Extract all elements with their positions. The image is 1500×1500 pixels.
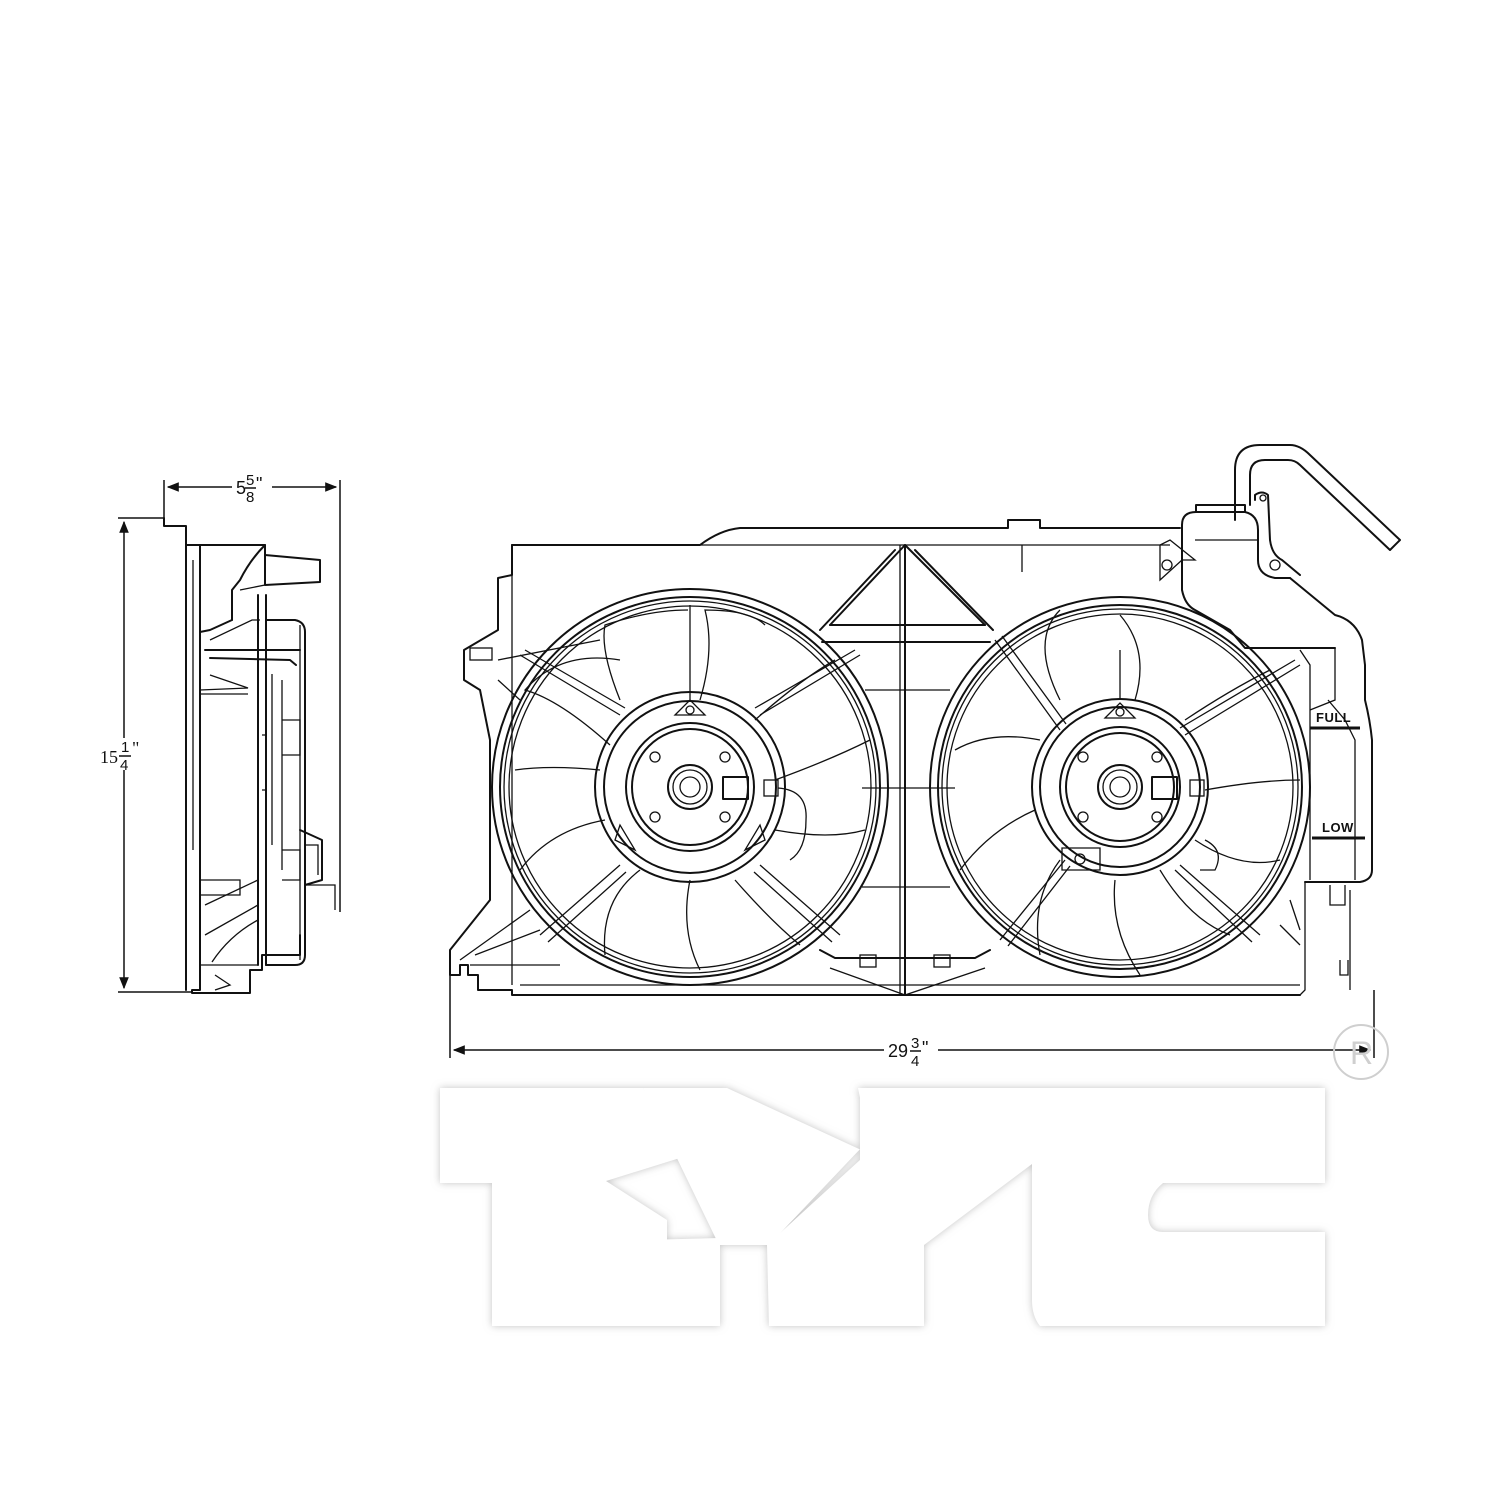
tyc-logo: [440, 1088, 1325, 1326]
depth-denominator: 8: [246, 489, 254, 506]
height-dimension: 15 1 4 ": [100, 517, 192, 993]
depth-dimension: 5 5 8 ": [163, 472, 341, 912]
width-whole: 29: [888, 1041, 908, 1061]
depth-whole: 5: [236, 478, 246, 498]
width-denominator: 4: [911, 1053, 919, 1070]
front-view: FULL LOW: [449, 444, 1401, 996]
side-view: [163, 517, 336, 994]
depth-unit: ": [256, 474, 262, 494]
height-numerator: 1: [121, 739, 129, 756]
width-numerator: 3: [911, 1035, 919, 1052]
width-dimension: 29 3 4 ": [449, 968, 1375, 1070]
coolant-reservoir: FULL LOW: [1159, 444, 1401, 996]
mount-tab-left: [469, 647, 493, 661]
left-fan: [491, 588, 889, 986]
height-denominator: 4: [120, 757, 128, 774]
motor-connector-right: [1151, 776, 1178, 800]
right-fan: [929, 596, 1311, 978]
full-level-label: FULL: [1316, 710, 1351, 725]
height-whole: 15: [100, 747, 118, 767]
depth-numerator: 5: [246, 472, 254, 489]
width-unit: ": [922, 1038, 928, 1058]
registered-symbol: R: [1350, 1035, 1373, 1071]
motor-connector-left: [722, 776, 749, 800]
low-level-label: LOW: [1322, 820, 1354, 835]
height-unit: ": [132, 738, 139, 758]
registered-mark: R: [1333, 1024, 1389, 1080]
